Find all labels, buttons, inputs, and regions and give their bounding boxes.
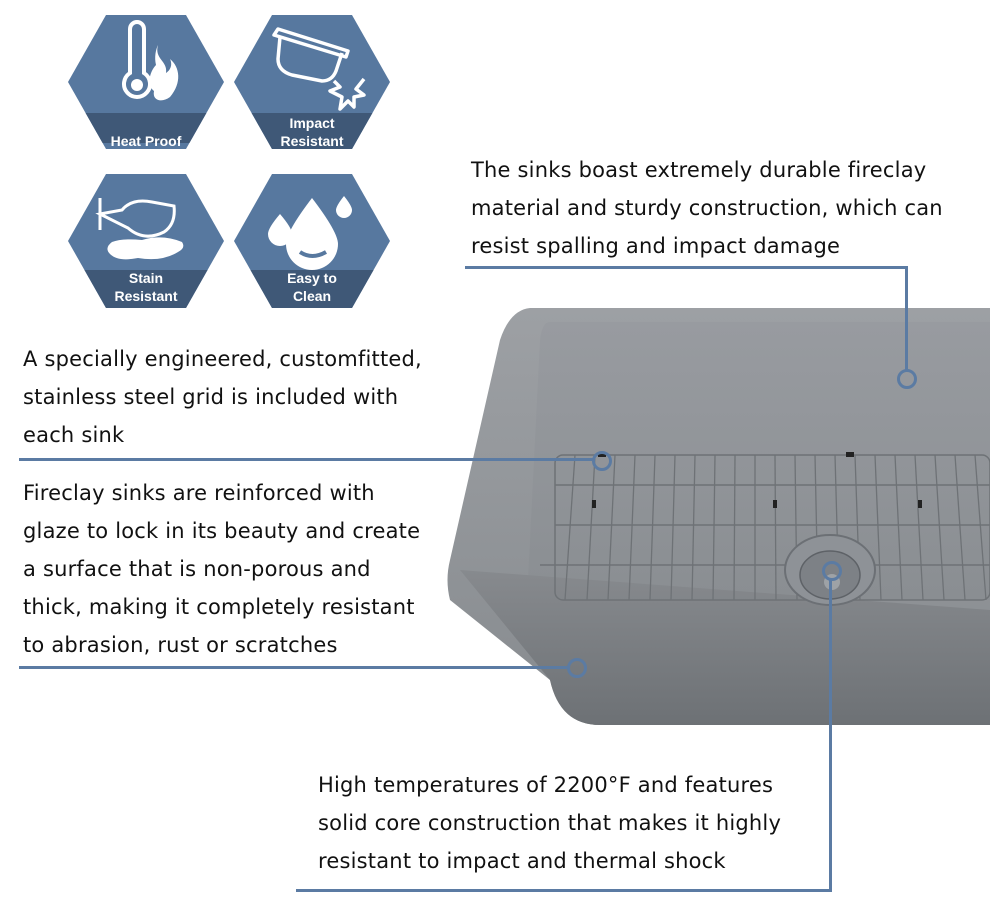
leader-line-durable: [905, 266, 908, 370]
sink-grid-bars: [564, 454, 987, 601]
marker-dot: [567, 658, 587, 678]
leader-line-temperature: [296, 889, 832, 892]
pot-impact-icon: [272, 27, 366, 111]
badge-impact-resistant: Impact Resistant: [234, 15, 390, 149]
leader-line-durable: [465, 266, 908, 269]
marker-dot: [592, 451, 612, 471]
badge-label: Resistant: [114, 288, 178, 304]
thermometer-flame-icon: [122, 20, 152, 99]
badge-label: Easy to: [287, 270, 337, 286]
badge-label: Impact: [289, 115, 335, 131]
badge-label: Stain: [128, 270, 164, 286]
leader-line-grid: [19, 458, 593, 461]
wine-glass-spill-icon: [95, 198, 176, 238]
badge-label: Heat Proof: [110, 133, 182, 149]
callout-durable: The sinks boast extremely durable firecl…: [471, 158, 943, 258]
sink-image: [447, 308, 990, 725]
leader-line-glaze: [19, 666, 568, 669]
marker-dot: [897, 369, 917, 389]
callout-temperature: High temperatures of 2200°F and features…: [318, 773, 782, 873]
badge-easy-to-clean: Easy to Clean: [234, 174, 390, 308]
callout-glaze: Fireclay sinks are reinforced with glaze…: [23, 481, 421, 657]
badge-stain-resistant: Stain Resistant: [68, 174, 224, 308]
badge-heat-proof: Heat Proof: [68, 15, 224, 149]
badge-label: Clean: [292, 288, 332, 304]
badge-label: Resistant: [280, 133, 344, 149]
callout-grid: A specially engineered, customfitted, st…: [23, 347, 422, 447]
leader-line-temperature: [829, 580, 832, 892]
marker-dot: [822, 561, 842, 581]
sink-grid: [540, 454, 990, 601]
